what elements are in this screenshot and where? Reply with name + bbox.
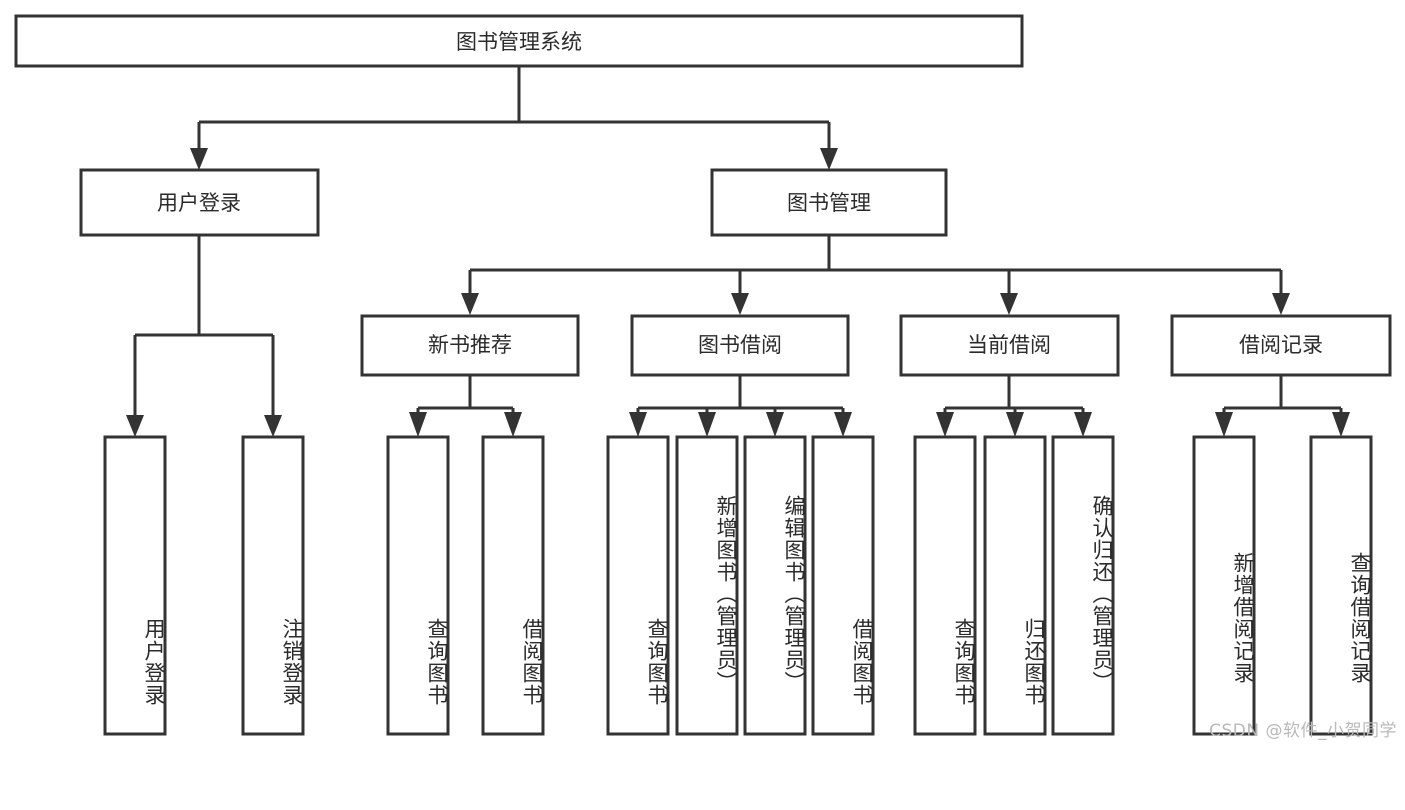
arrow-book-borrow-leaf1 (629, 412, 647, 437)
node-root-label: 图书管理系统 (456, 30, 582, 54)
node-book-borrow-box[interactable] (630, 314, 850, 377)
node-leaf-return-book-box[interactable] (983, 435, 1047, 736)
csdn-watermark: CSDN @软件_小贺同学 (1209, 721, 1397, 741)
arrow-book-borrow-leaf3 (766, 412, 784, 437)
node-leaf-confirm-return-box[interactable] (1051, 435, 1115, 736)
arrow-to-user-login (190, 148, 208, 170)
node-new-book-recommend-label: 新书推荐 (428, 333, 512, 357)
arrow-current-borrow-leaf1 (936, 412, 954, 437)
arrow-user-login-leaf2 (264, 415, 282, 437)
node-book-manage-label: 图书管理 (787, 191, 871, 215)
node-current-borrow-label: 当前借阅 (967, 333, 1051, 357)
node-root-box[interactable] (14, 14, 1024, 68)
arrow-current-borrow-leaf2 (1006, 412, 1024, 437)
node-boxes-layer: 图书管理系统 用户登录 图书管理 新书推荐 图书借阅 当前借阅 借阅记录 (14, 14, 1392, 736)
node-leaf-query-book-2-box[interactable] (606, 435, 670, 736)
node-leaf-edit-book-box[interactable] (743, 435, 807, 736)
arrow-to-current-borrow (1000, 293, 1018, 315)
hierarchy-diagram-svg: 图书管理系统 用户登录 图书管理 新书推荐 图书借阅 当前借阅 借阅记录 (14, 14, 1392, 736)
node-new-book-recommend-box[interactable] (360, 314, 580, 377)
arrow-current-borrow-leaf3 (1074, 412, 1092, 437)
node-user-login-box[interactable] (79, 168, 320, 237)
connectors-layer (126, 66, 1350, 437)
node-leaf-logout-box[interactable] (241, 435, 305, 736)
node-book-manage-box[interactable] (710, 168, 948, 237)
arrow-borrow-record-leaf2 (1332, 412, 1350, 437)
node-current-borrow-box[interactable] (899, 314, 1120, 377)
arrow-book-borrow-leaf4 (834, 412, 852, 437)
node-leaf-add-book-box[interactable] (675, 435, 739, 736)
arrow-user-login-leaf1 (126, 415, 144, 437)
arrow-borrow-record-leaf1 (1215, 412, 1233, 437)
node-book-borrow-label: 图书借阅 (698, 333, 782, 357)
arrow-new-book-leaf2 (504, 412, 522, 437)
node-user-login-label: 用户登录 (157, 191, 241, 215)
diagram-canvas: 图书管理系统 用户登录 图书管理 新书推荐 图书借阅 当前借阅 借阅记录 (14, 14, 1397, 741)
node-borrow-record-label: 借阅记录 (1239, 333, 1323, 357)
arrow-to-book-manage (820, 148, 838, 170)
node-borrow-record-box[interactable] (1170, 314, 1392, 377)
node-leaf-query-record-box[interactable] (1309, 435, 1373, 736)
node-leaf-user-login-box[interactable] (103, 435, 167, 736)
arrow-new-book-leaf1 (409, 412, 427, 437)
arrow-to-new-book (461, 293, 479, 315)
node-leaf-query-book-3-box[interactable] (913, 435, 977, 736)
arrow-book-borrow-leaf2 (698, 412, 716, 437)
arrow-to-book-borrow (731, 293, 749, 315)
node-leaf-add-record-box[interactable] (1192, 435, 1256, 736)
node-leaf-borrow-book-1-box[interactable] (481, 435, 545, 736)
node-leaf-query-book-1-box[interactable] (386, 435, 450, 736)
node-leaf-borrow-book-2-box[interactable] (811, 435, 875, 736)
arrow-to-borrow-record (1272, 293, 1290, 315)
